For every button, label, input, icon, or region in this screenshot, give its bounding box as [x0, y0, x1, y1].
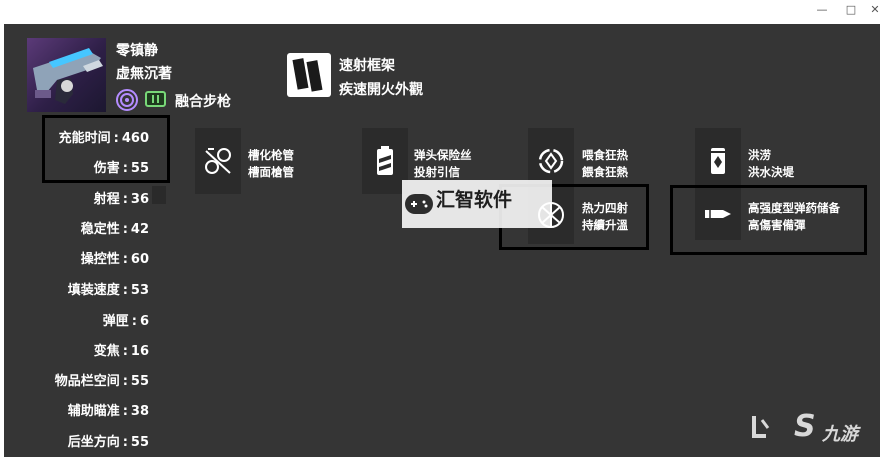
perk-highlight-box-mod	[670, 185, 867, 255]
weapon-type: 融合步枪	[175, 94, 231, 110]
stat-magazine: 弹匣:6	[102, 314, 149, 329]
weapon-name-traditional: 虚無沉著	[116, 66, 172, 82]
close-button[interactable]: ✕	[870, 3, 880, 16]
frame-name-traditional: 疾速開火外觀	[339, 82, 423, 98]
minimize-button[interactable]: —	[816, 3, 828, 16]
flood-icon	[711, 148, 725, 174]
window-titlebar: — □ ✕	[0, 0, 882, 24]
perk-trait-one-b-name-traditional: 持續升溫	[582, 218, 628, 232]
stats-highlight-box	[42, 115, 170, 183]
stat-bar-range	[152, 186, 166, 204]
frame-name: 速射框架	[339, 58, 395, 74]
corner-brand-text: 九游	[822, 424, 858, 445]
stat-inventory-size: 物品栏空间:55	[54, 374, 149, 389]
perk-trait-two-name-traditional: 洪水決堤	[748, 165, 794, 179]
battery-icon	[377, 146, 393, 175]
barrel-icon	[205, 148, 231, 174]
perk-trait-two[interactable]	[695, 128, 741, 194]
stat-range: 射程:36	[93, 192, 149, 207]
special-ammo-icon	[145, 91, 166, 107]
maximize-button[interactable]: □	[845, 3, 857, 16]
weapon-name: 零镇静	[116, 43, 158, 59]
corner-brand-s-glyph: S	[794, 409, 816, 444]
perk-mod-name: 高强度型弹药储备	[748, 201, 840, 215]
stat-aim-assist: 辅助瞄准:38	[67, 404, 149, 419]
perk-barrel[interactable]	[195, 128, 241, 194]
perk-barrel-name-traditional: 槽面槍管	[248, 165, 294, 179]
perk-trait-one-a-name: 喂食狂热	[582, 148, 628, 162]
perk-mod-name-traditional: 高傷害備彈	[748, 218, 806, 232]
void-element-icon	[116, 89, 138, 111]
stat-charge-time: 充能时间:460	[58, 131, 149, 146]
stat-stability: 稳定性:42	[80, 222, 149, 237]
feeding-frenzy-icon	[538, 148, 564, 174]
perk-trait-two-name: 洪涝	[748, 148, 771, 162]
perk-battery-name: 弹头保险丝	[414, 148, 472, 162]
perk-barrel-name: 槽化枪管	[248, 148, 294, 162]
stat-recoil-direction: 后坐方向:55	[67, 435, 149, 450]
weapon-thumbnail	[27, 38, 106, 112]
gamepad-icon	[405, 194, 433, 214]
perk-battery[interactable]	[362, 128, 408, 194]
rapid-fire-frame-icon	[287, 53, 331, 97]
stat-reload-speed: 填装速度:53	[67, 283, 149, 298]
perk-trait-one-b-name: 热力四射	[582, 201, 628, 215]
ammo-reserve-icon	[705, 210, 731, 218]
stat-zoom: 变焦:16	[93, 344, 149, 359]
stat-handling: 操控性:60	[80, 252, 149, 267]
stat-impact: 伤害:55	[93, 161, 149, 176]
corner-brand-mark-icon	[752, 414, 770, 438]
watermark-text: 汇智软件	[436, 189, 513, 211]
perk-battery-name-traditional: 投射引信	[414, 165, 460, 179]
perk-trait-one-a-name-traditional: 餵食狂熱	[582, 165, 628, 179]
perk-mod[interactable]	[695, 188, 741, 240]
